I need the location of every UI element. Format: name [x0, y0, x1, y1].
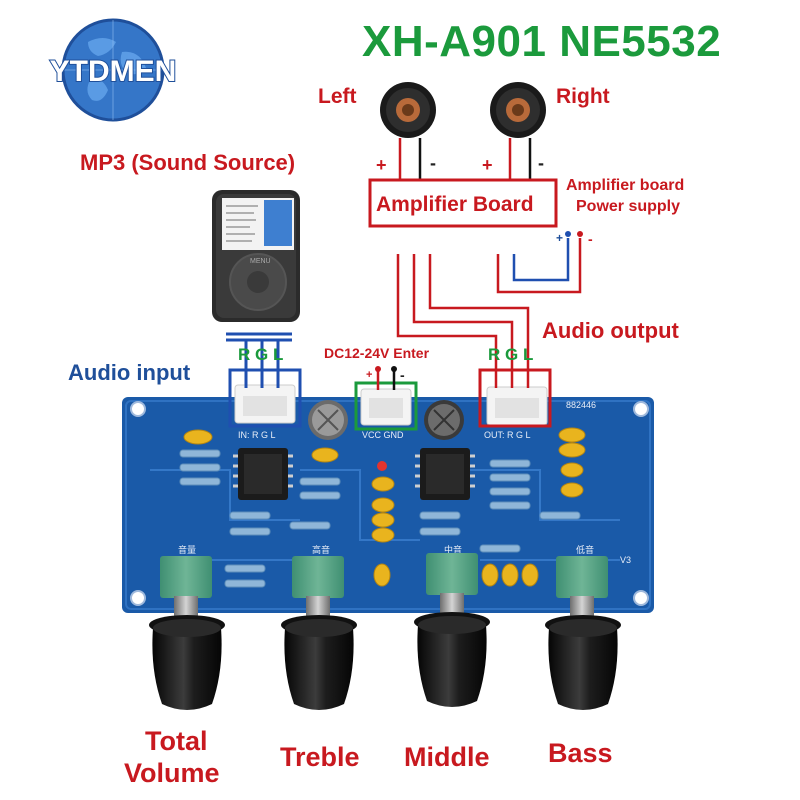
brand-wordmark: YTDMEN — [50, 55, 177, 88]
treble-knob — [281, 556, 357, 710]
input-rgl-label: R G L — [238, 345, 284, 364]
audio-output-wires — [396, 254, 530, 370]
resistor-array — [179, 449, 581, 588]
ceramic-capacitors — [183, 427, 586, 587]
audio-input-wires — [226, 332, 292, 388]
audio-output-label: Audio output — [542, 318, 679, 343]
psu-plus-mark: + — [556, 231, 564, 245]
pcb-board: IN: R G L VCC GND OUT: R G L 882446 V3 音… — [122, 384, 654, 613]
mp3-player-icon: MENU — [212, 190, 300, 322]
left-plus-mark: + — [376, 155, 387, 175]
audio-input-label: Audio input — [68, 360, 191, 385]
middle-knob — [414, 553, 490, 707]
right-plus-mark: + — [482, 155, 493, 175]
right-minus-mark: - — [538, 153, 544, 173]
amplifier-board-label: Amplifier Board — [376, 193, 534, 216]
volume-knob — [149, 556, 225, 710]
input-connector-highlight — [228, 368, 302, 428]
mounting-hole — [130, 401, 146, 417]
silk-output: OUT: R G L — [484, 430, 531, 440]
svg-text:MENU: MENU — [250, 258, 271, 265]
silk-treble: 高音 — [312, 544, 330, 555]
mounting-hole — [633, 401, 649, 417]
electrolytic-capacitor — [308, 400, 348, 440]
silk-volume: 音量 — [178, 544, 196, 555]
output-rgl-label: R G L — [488, 345, 534, 364]
bass-knob — [545, 556, 621, 710]
treble-label: Treble — [280, 742, 360, 772]
dc-input-highlight — [354, 381, 418, 431]
psu-minus-mark: - — [588, 231, 593, 247]
ic-chip-ne5532 — [233, 448, 293, 500]
dc-minus-mark: - — [400, 367, 405, 383]
left-speaker-label: Left — [318, 85, 357, 108]
total-volume-label-line2: Volume — [124, 758, 220, 788]
silk-power: VCC GND — [362, 430, 404, 440]
left-speaker-icon — [380, 82, 436, 138]
silk-version: V3 — [620, 555, 631, 565]
right-speaker-icon — [490, 82, 546, 138]
mounting-hole — [633, 590, 649, 606]
electrolytic-capacitor — [424, 400, 464, 440]
silk-middle: 中音 — [444, 544, 462, 555]
power-led — [377, 461, 387, 471]
silk-bass: 低音 — [576, 544, 594, 555]
page-title: XH-A901 NE5532 — [362, 17, 722, 66]
mounting-hole — [130, 590, 146, 606]
right-speaker-label: Right — [556, 85, 610, 108]
amp-power-label-line1: Amplifier board — [566, 177, 685, 194]
bass-label: Bass — [548, 738, 613, 768]
amplifier-board-box — [368, 178, 558, 228]
amp-power-wires — [496, 238, 582, 294]
ic-chip-ne5532 — [415, 448, 475, 500]
silk-code: 882446 — [566, 400, 596, 410]
dc-power-label: DC12-24V Enter — [324, 345, 430, 361]
total-volume-label-line1: Total — [145, 726, 208, 756]
middle-label: Middle — [404, 742, 490, 772]
left-minus-mark: - — [430, 153, 436, 173]
output-connector-highlight — [478, 368, 552, 428]
silk-input: IN: R G L — [238, 430, 276, 440]
amp-power-label-line2: Power supply — [576, 198, 681, 215]
ytdmen-logo: YTDMEN — [49, 18, 177, 122]
mp3-source-label: MP3 (Sound Source) — [80, 150, 296, 175]
dc-plus-mark: + — [366, 369, 373, 381]
